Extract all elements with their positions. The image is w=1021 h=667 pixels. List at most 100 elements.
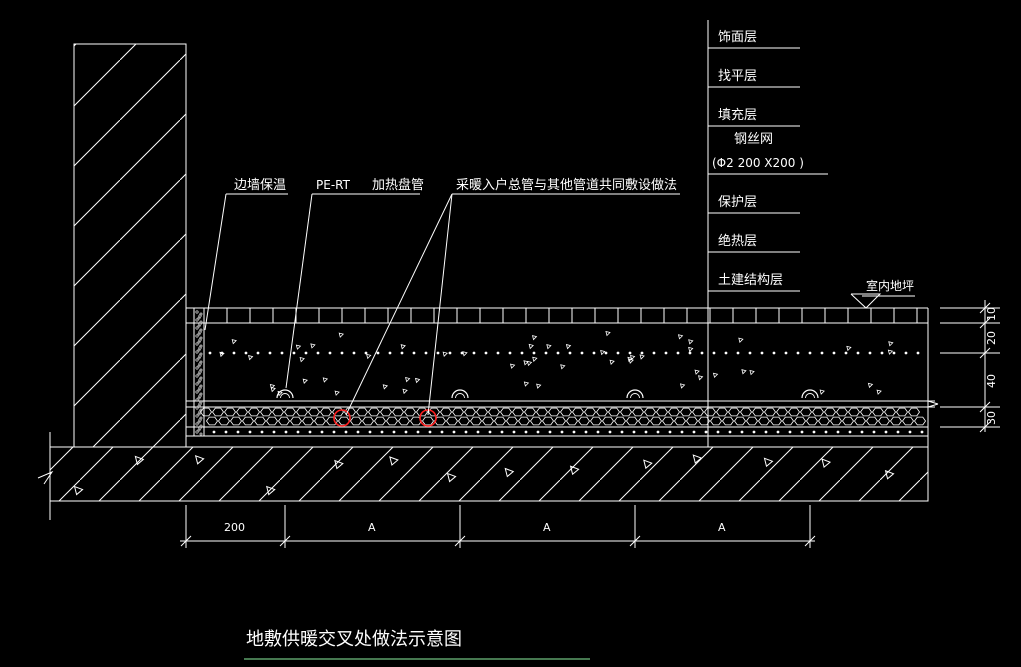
mesh-dot xyxy=(544,351,548,355)
mesh-dot xyxy=(760,351,764,355)
mesh-dot xyxy=(896,430,900,434)
honeycomb-cell xyxy=(602,416,614,426)
mesh-dot xyxy=(280,351,284,355)
aggregate-mark xyxy=(382,384,389,390)
mesh-dot xyxy=(812,430,816,434)
honeycomb-cell xyxy=(752,407,764,417)
honeycomb-cell xyxy=(698,416,710,426)
honeycomb-cell xyxy=(704,407,716,417)
aggregate-mark xyxy=(888,341,894,347)
honeycomb-cell xyxy=(572,407,584,417)
drawing-title: 地敷供暖交叉处做法示意图 xyxy=(246,629,462,650)
mesh-dot xyxy=(836,430,840,434)
edge-texture-dot xyxy=(195,398,199,402)
aggregate-mark xyxy=(628,358,634,364)
honeycomb-cell xyxy=(536,407,548,417)
honeycomb-cell xyxy=(320,407,332,417)
fill-layer-aggregate-marks xyxy=(208,330,924,434)
dim-a-3: A xyxy=(718,521,726,534)
mesh-dot xyxy=(548,430,552,434)
aggregate-mark xyxy=(248,355,254,361)
aggregate-mark xyxy=(446,472,457,483)
aggregate-mark xyxy=(366,353,372,360)
honeycomb-cell xyxy=(410,416,422,426)
honeycomb-cell xyxy=(398,416,410,426)
honeycomb-cell xyxy=(266,416,278,426)
mesh-dot xyxy=(292,351,296,355)
honeycomb-cell xyxy=(914,416,926,426)
aggregate-mark xyxy=(629,354,636,361)
honeycomb-cell xyxy=(596,407,608,417)
edge-texture-dot xyxy=(197,372,201,376)
layer-label-fill: 填充层 xyxy=(718,107,757,123)
mesh-dot xyxy=(620,430,624,434)
aggregate-mark xyxy=(526,360,533,367)
mesh-dot xyxy=(356,430,360,434)
mesh-dot xyxy=(344,430,348,434)
honeycomb-cell xyxy=(374,416,386,426)
edge-insulation-strip xyxy=(193,307,205,437)
aggregate-mark xyxy=(219,351,225,358)
mesh-dot xyxy=(568,351,572,355)
honeycomb-cell xyxy=(740,407,752,417)
aggregate-mark xyxy=(679,383,686,389)
honeycomb-cell xyxy=(764,407,776,417)
mesh-dot xyxy=(296,430,300,434)
honeycomb-cell xyxy=(434,416,446,426)
honeycomb-cell xyxy=(458,416,470,426)
mesh-dot xyxy=(368,430,372,434)
honeycomb-cell xyxy=(548,407,560,417)
mesh-dot xyxy=(664,351,668,355)
honeycomb-cell xyxy=(566,416,578,426)
honeycomb-cell xyxy=(302,416,314,426)
honeycomb-cell xyxy=(272,407,284,417)
edge-texture-dot xyxy=(195,366,199,370)
mesh-dot xyxy=(556,351,560,355)
dim-200: 200 xyxy=(224,521,245,534)
main-pipe xyxy=(419,409,437,427)
mesh-dot xyxy=(712,351,716,355)
mesh-dot xyxy=(404,430,408,434)
honeycomb-cell xyxy=(296,407,308,417)
mesh-dot xyxy=(604,351,608,355)
honeycomb-cell xyxy=(800,407,812,417)
heating-pipe-inner xyxy=(805,393,815,399)
edge-texture-dot xyxy=(197,324,201,328)
mesh-dot xyxy=(920,430,924,434)
mesh-dot xyxy=(652,351,656,355)
honeycomb-cell xyxy=(590,416,602,426)
honeycomb-cell xyxy=(848,407,860,417)
mesh-dot xyxy=(520,351,524,355)
mesh-dot xyxy=(476,430,480,434)
mesh-dot xyxy=(256,351,260,355)
mesh-dot xyxy=(488,430,492,434)
honeycomb-cell xyxy=(620,407,632,417)
honeycomb-cell xyxy=(206,416,218,426)
edge-texture-dot xyxy=(197,428,201,432)
aggregate-mark xyxy=(694,369,700,375)
mesh-dot xyxy=(332,430,336,434)
honeycomb-cell xyxy=(554,416,566,426)
layer-label-protection: 保护层 xyxy=(718,195,757,210)
honeycomb-cell xyxy=(812,407,824,417)
aggregate-mark xyxy=(389,456,399,466)
dim-20: 20 xyxy=(985,331,998,345)
honeycomb-cell xyxy=(692,407,704,417)
mesh-dot xyxy=(428,430,432,434)
mesh-dot xyxy=(496,351,500,355)
mesh-dot xyxy=(364,351,368,355)
aggregate-mark xyxy=(414,377,421,384)
mesh-dot xyxy=(628,351,632,355)
mesh-dot xyxy=(440,430,444,434)
aggregate-mark xyxy=(600,349,606,356)
honeycomb-cell xyxy=(248,407,260,417)
edge-texture-dot xyxy=(195,318,199,322)
aggregate-mark xyxy=(569,465,580,476)
mesh-dot xyxy=(412,351,416,355)
honeycomb-cell xyxy=(260,407,272,417)
mesh-dot xyxy=(644,430,648,434)
honeycomb-cell xyxy=(230,416,242,426)
edge-texture-dot xyxy=(197,388,201,392)
honeycomb-cell xyxy=(500,407,512,417)
honeycomb-cell xyxy=(212,407,224,417)
